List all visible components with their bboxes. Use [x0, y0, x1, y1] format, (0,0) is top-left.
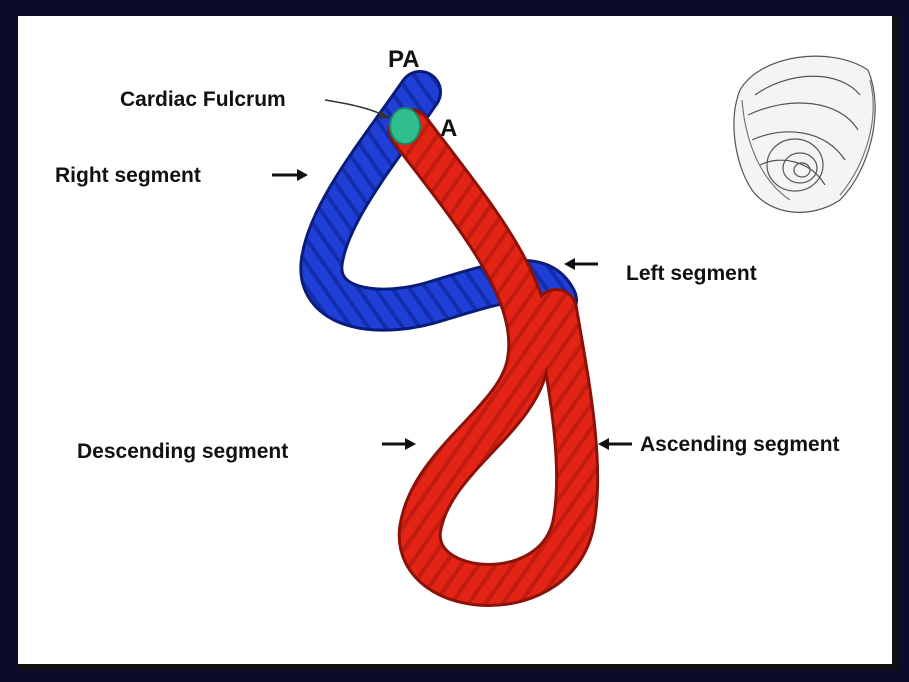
arrow-left-icon	[598, 438, 632, 450]
left-segment-label: Left segment	[626, 262, 757, 286]
right-segment-label: Right segment	[55, 164, 201, 188]
arrow-right-icon	[382, 438, 416, 450]
a-label: A	[440, 115, 457, 143]
cardiac-fulcrum-marker	[390, 108, 420, 144]
heart-sketch-illustration	[734, 56, 875, 212]
red-band	[410, 130, 577, 585]
cardiac-fulcrum-label: Cardiac Fulcrum	[120, 88, 286, 112]
descending-segment-label: Descending segment	[77, 440, 288, 464]
arrow-left-icon	[564, 258, 598, 270]
fulcrum-pointer	[325, 100, 390, 119]
ascending-segment-label: Ascending segment	[640, 433, 840, 457]
arrow-right-icon	[272, 169, 308, 181]
pa-label: PA	[388, 46, 420, 74]
